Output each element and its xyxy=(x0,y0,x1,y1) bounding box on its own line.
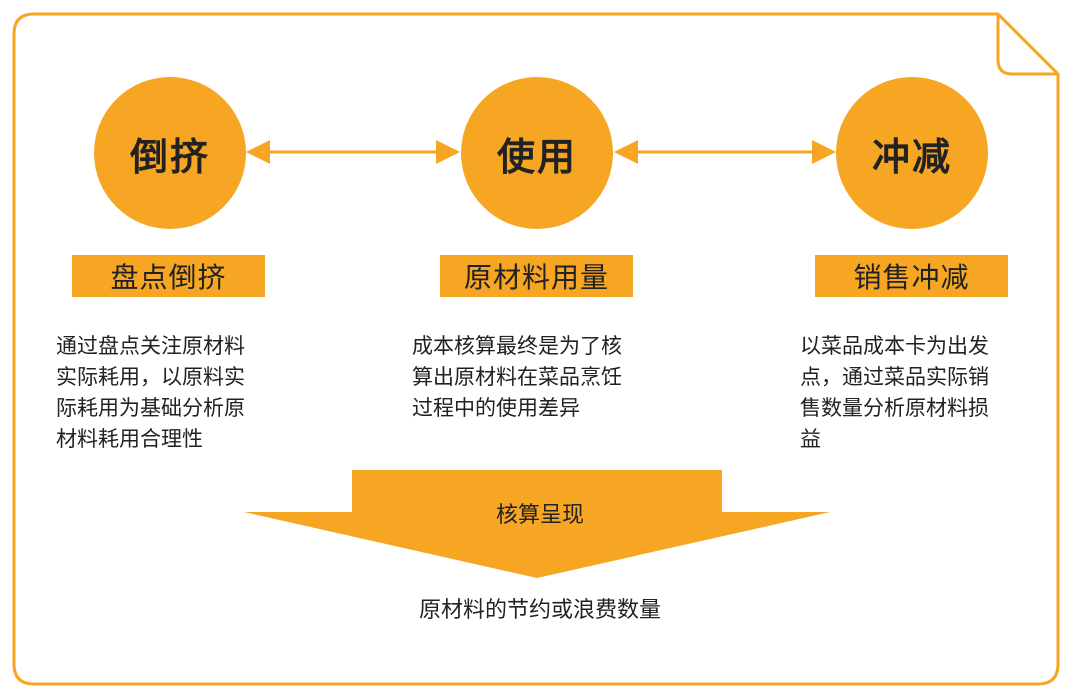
double-arrow-right xyxy=(614,140,836,164)
desc-line: 过程中的使用差异 xyxy=(412,396,580,420)
node-label-daoji: 盘点倒挤 xyxy=(72,255,265,297)
double-arrow-left xyxy=(246,140,460,164)
node-label-text: 盘点倒挤 xyxy=(110,261,227,294)
node-title: 冲减 xyxy=(871,134,952,179)
node-label-text: 原材料用量 xyxy=(463,261,609,294)
node-circle-daoji: 倒挤 xyxy=(94,77,246,229)
desc-line: 以菜品成本卡为出发 xyxy=(800,334,989,358)
desc-line: 点，通过菜品实际销 xyxy=(800,365,989,389)
desc-line: 售数量分析原材料损 xyxy=(800,396,989,420)
folded-corner xyxy=(996,14,1058,76)
desc-line: 际耗用为基础分析原 xyxy=(56,396,245,420)
node-circle-shiyong: 使用 xyxy=(461,77,613,229)
node-desc-daoji: 通过盘点关注原材料 实际耗用，以原料实 际耗用为基础分析原 材料耗用合理性 xyxy=(56,331,292,455)
node-title: 倒挤 xyxy=(129,134,210,179)
desc-line: 算出原材料在菜品烹饪 xyxy=(412,365,622,389)
node-circle-chongjian: 冲减 xyxy=(836,77,988,229)
desc-line: 实际耗用，以原料实 xyxy=(56,365,245,389)
rounded-frame xyxy=(12,12,1060,686)
node-label-text: 销售冲减 xyxy=(853,261,970,294)
node-label-chongjian: 销售冲减 xyxy=(815,255,1008,297)
summary-down-arrow xyxy=(244,470,830,578)
desc-line: 益 xyxy=(800,427,821,451)
node-desc-chongjian: 以菜品成本卡为出发 点，通过菜品实际销 售数量分析原材料损 益 xyxy=(800,331,1036,455)
desc-line: 通过盘点关注原材料 xyxy=(56,334,245,358)
summary-result-text: 原材料的节约或浪费数量 xyxy=(418,598,661,623)
summary-arrow-label: 核算呈现 xyxy=(495,503,584,528)
node-title: 使用 xyxy=(496,134,577,179)
desc-line: 成本核算最终是为了核 xyxy=(412,334,622,358)
desc-line: 材料耗用合理性 xyxy=(56,427,203,451)
node-label-shiyong: 原材料用量 xyxy=(440,255,633,297)
node-desc-shiyong: 成本核算最终是为了核 算出原材料在菜品烹饪 过程中的使用差异 xyxy=(412,331,648,424)
